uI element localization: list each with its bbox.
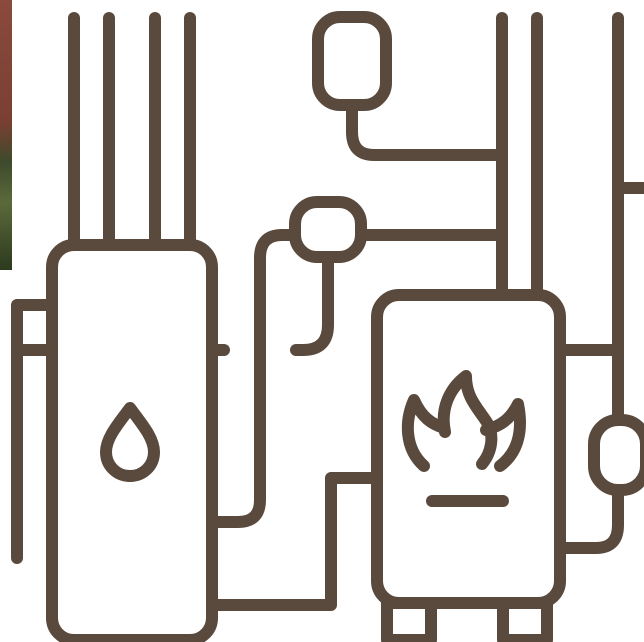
- pressure-gauge: [295, 202, 361, 257]
- expansion-tank: [318, 17, 386, 105]
- boiler-leg-right: [503, 603, 547, 640]
- heater-to-boiler-pipe: [212, 478, 377, 605]
- pump-body: [594, 420, 644, 490]
- water-heater-tank: [52, 245, 212, 640]
- expansion-tank-pipe: [352, 105, 500, 155]
- expansion-tank-icon: [318, 17, 500, 155]
- gas-boiler-icon: [377, 18, 560, 640]
- pump-icon: [560, 18, 644, 548]
- gauge-left-return-pipe: [212, 235, 295, 522]
- gauge-drop-pipe: [296, 257, 328, 350]
- flame-middle: [444, 376, 492, 464]
- boiler-leg-left: [387, 603, 431, 640]
- water-drop-icon: [106, 408, 154, 476]
- flame-icon: [408, 376, 520, 466]
- gas-boiler-body: [377, 295, 560, 603]
- water-heater-icon: [52, 18, 212, 640]
- pump-return-pipe: [560, 490, 618, 548]
